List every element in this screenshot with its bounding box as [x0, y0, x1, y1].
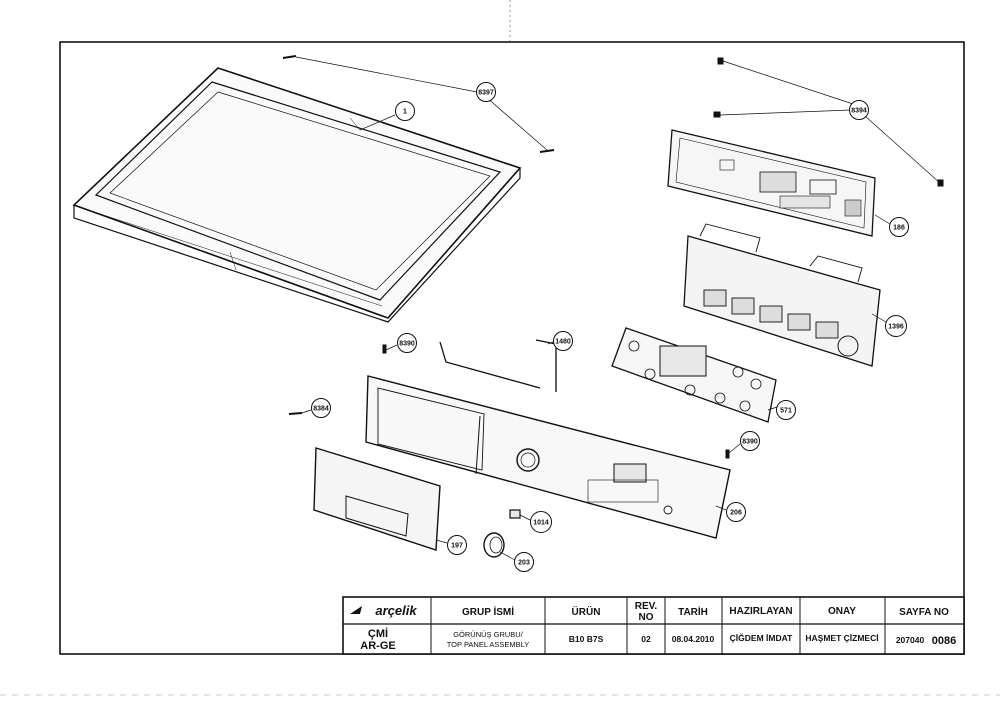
header-group-name: GRUP İSMİ — [462, 605, 514, 618]
balloon-label: 197 — [451, 543, 463, 550]
product-value: B10 B7S — [569, 634, 604, 644]
balloon-label: 186 — [893, 225, 905, 232]
screw-8390-right — [725, 449, 730, 459]
page-prefix: 207040 — [896, 635, 925, 645]
balloon-1: 1 — [395, 101, 415, 121]
balloon-label: 8390 — [399, 341, 415, 348]
logo-swoosh-icon — [350, 606, 362, 614]
arcelik-logo: arçelik — [350, 603, 417, 618]
balloon-label: 8390 — [742, 439, 758, 446]
balloon-8384: 8384 — [311, 398, 331, 418]
balloon-206: 206 — [726, 502, 746, 522]
header-rev-line2: NO — [639, 612, 654, 623]
drawer-front-part — [313, 447, 441, 551]
header-prepared: HAZIRLAYAN — [729, 606, 792, 617]
screw-8384 — [288, 412, 303, 415]
group-line1: GÖRÜNÜŞ GRUBU/ — [453, 630, 524, 639]
prepared-value: ÇİĞDEM İMDAT — [730, 632, 793, 643]
header-product: ÜRÜN — [572, 605, 601, 618]
balloon-186: 186 — [889, 217, 909, 237]
group-line2: TOP PANEL ASSEMBLY — [447, 640, 530, 649]
page-suffix: 0086 — [932, 635, 956, 647]
screw-8397-left — [282, 55, 297, 59]
balloon-1014: 1014 — [530, 511, 552, 533]
balloon-label: 203 — [518, 560, 530, 567]
push-button-part — [509, 509, 521, 519]
header-approved: ONAY — [828, 606, 856, 617]
title-block: arçelik GRUP İSMİ ÜRÜN REV. NO TARİH HAZ… — [342, 596, 965, 655]
header-date: TARİH — [678, 605, 708, 618]
light-pipe-part — [611, 327, 777, 423]
balloon-label: 1480 — [555, 339, 571, 346]
button-holder-part — [683, 223, 881, 367]
header-page-no: SAYFA NO — [899, 607, 949, 618]
screw-8397-right — [539, 149, 555, 153]
balloon-1396: 1396 — [885, 315, 907, 337]
balloon-label: 571 — [780, 408, 792, 415]
balloon-label: 8384 — [313, 406, 329, 413]
balloon-label: 1 — [403, 109, 407, 116]
balloon-label: 1396 — [888, 324, 904, 331]
dept-line1: ÇMİ — [368, 627, 388, 640]
balloon-571: 571 — [776, 400, 796, 420]
balloon-8390-right: 8390 — [740, 431, 760, 451]
header-rev-line1: REV. — [635, 601, 658, 612]
balloon-8390-top: 8390 — [397, 333, 417, 353]
top-cover-part — [72, 67, 522, 323]
balloon-197: 197 — [447, 535, 467, 555]
balloon-label: 8394 — [851, 108, 867, 115]
balloon-203: 203 — [514, 552, 534, 572]
screw-8390-top — [382, 344, 387, 354]
balloon-label: 206 — [730, 510, 742, 517]
date-value: 08.04.2010 — [672, 634, 715, 644]
balloon-label: 8397 — [478, 90, 494, 97]
leader-lines — [295, 56, 941, 561]
balloon-8397: 8397 — [476, 82, 496, 102]
approved-value: HAŞMET ÇİZMECİ — [805, 633, 878, 643]
wire-rod-part — [439, 339, 557, 392]
balloon-label: 1014 — [533, 520, 549, 527]
control-panel-part — [365, 375, 731, 539]
knob-part — [483, 532, 505, 558]
rev-value: 02 — [641, 634, 651, 644]
dept-line2: AR-GE — [360, 640, 395, 652]
control-pcb-part — [667, 129, 876, 237]
logo-text: arçelik — [375, 603, 417, 618]
balloon-8394: 8394 — [849, 100, 869, 120]
balloon-1480: 1480 — [553, 331, 573, 351]
